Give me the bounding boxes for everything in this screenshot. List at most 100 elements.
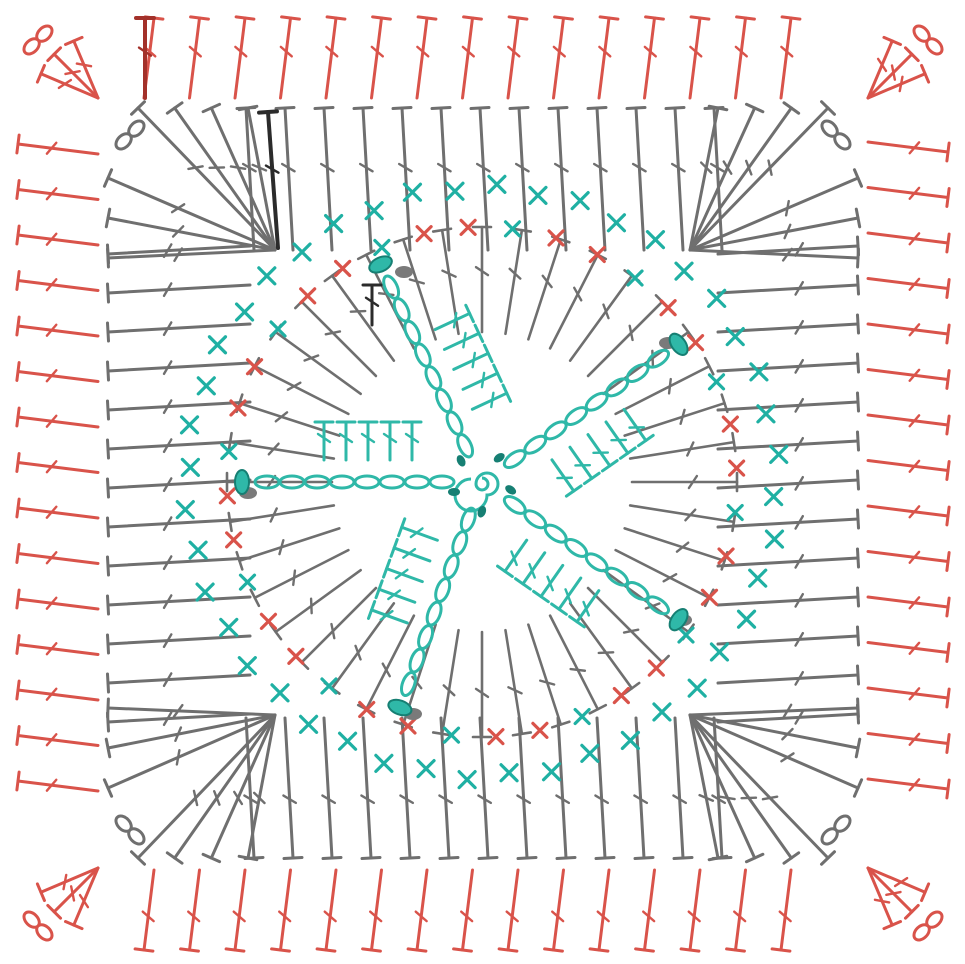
oval-symbol <box>386 697 413 718</box>
dc-symbol <box>107 400 250 419</box>
oval-symbol <box>380 476 404 488</box>
x-symbol <box>661 301 675 315</box>
figure-eight-symbol <box>911 909 945 943</box>
x-symbol <box>689 680 705 696</box>
dc-symbol <box>17 363 98 382</box>
oval-symbol <box>391 296 412 323</box>
middle-round-grey <box>104 102 861 865</box>
x-symbol <box>360 702 374 716</box>
x-symbol <box>294 244 310 260</box>
dc-symbol <box>868 688 949 707</box>
dc-symbol <box>107 595 250 614</box>
dc-symbol <box>781 17 800 98</box>
dc-symbol <box>868 188 949 207</box>
x-symbol <box>751 364 767 380</box>
dc-symbol <box>690 715 834 864</box>
x-symbol <box>240 575 254 589</box>
dc-symbol <box>498 540 527 576</box>
dc-symbol <box>281 17 300 98</box>
dc-symbol <box>17 408 98 427</box>
oval-symbol <box>444 410 465 437</box>
x-symbol <box>248 360 262 374</box>
dc-symbol <box>554 17 573 98</box>
dc-symbol <box>203 715 275 862</box>
x-symbol <box>239 658 255 674</box>
oval-symbol <box>645 347 672 371</box>
dc-symbol <box>454 870 473 951</box>
x-symbol <box>221 619 237 635</box>
dc-symbol <box>868 868 901 929</box>
oval-symbol <box>367 253 395 276</box>
x-symbol <box>301 289 315 303</box>
filled-oval-symbol <box>395 266 413 278</box>
oval-symbol <box>430 476 454 488</box>
oval-symbol <box>423 364 444 391</box>
dc-symbol <box>17 226 98 245</box>
oval-symbol <box>355 476 379 488</box>
dc-symbol <box>545 870 564 951</box>
x-symbol <box>198 378 214 394</box>
dc-symbol <box>868 415 949 434</box>
x-symbol <box>326 216 342 232</box>
x-symbol <box>702 590 716 604</box>
dc-symbol <box>48 868 98 918</box>
dc-symbol <box>552 578 581 614</box>
dc-symbol <box>295 295 376 376</box>
x-symbol <box>649 661 663 675</box>
dc-symbol <box>381 422 399 460</box>
dc-symbol <box>17 272 98 291</box>
dc-symbol <box>48 48 98 98</box>
dc-symbol <box>181 870 200 951</box>
dc-symbol <box>17 545 98 564</box>
dc-symbol <box>666 107 685 250</box>
dc-symbol <box>376 581 415 602</box>
dc-symbol <box>588 588 669 669</box>
dc-symbol <box>634 718 653 859</box>
oval-symbol <box>399 671 418 698</box>
x-symbol <box>447 183 463 199</box>
oval-symbol <box>459 506 478 533</box>
x-symbol <box>572 193 588 209</box>
dc-symbol <box>588 295 669 376</box>
dc-symbol <box>534 565 563 601</box>
dc-symbol <box>516 553 545 589</box>
oval-symbol <box>330 476 354 488</box>
spiral-symbol <box>455 473 498 511</box>
x-symbol <box>272 685 288 701</box>
dc-symbol <box>868 868 929 901</box>
x-symbol <box>417 227 431 241</box>
x-symbol <box>501 765 517 781</box>
dc-symbol <box>391 539 430 560</box>
x-symbol <box>190 542 206 558</box>
x-symbol <box>182 417 198 433</box>
dc-symbol <box>868 48 918 98</box>
dc-symbol <box>107 322 250 341</box>
x-symbol <box>544 764 560 780</box>
x-symbol <box>614 689 628 703</box>
x-symbol <box>301 716 317 732</box>
dc-symbol <box>718 276 859 295</box>
dc-symbol <box>17 454 98 473</box>
x-symbol <box>590 248 604 262</box>
dc-symbol <box>322 718 341 859</box>
x-symbol <box>723 417 737 431</box>
dc-symbol <box>107 283 250 302</box>
dc-symbol <box>17 499 98 518</box>
dc-symbol <box>17 681 98 700</box>
dc-symbol <box>358 616 414 714</box>
dc-symbol <box>463 365 501 389</box>
dc-symbol <box>107 712 250 731</box>
x-symbol <box>376 755 392 771</box>
oval-symbol <box>402 319 423 346</box>
x-symbol <box>750 570 766 586</box>
dc-symbol <box>359 422 377 460</box>
oval-symbol <box>381 274 402 301</box>
oval-symbol <box>645 594 672 618</box>
dc-symbol <box>229 433 334 458</box>
dc-symbol <box>616 550 714 606</box>
x-symbol <box>647 232 663 248</box>
dc-symbol <box>736 17 755 98</box>
dc-symbol <box>645 17 664 98</box>
dc-symbol <box>718 627 859 646</box>
dc-symbol <box>690 17 709 98</box>
